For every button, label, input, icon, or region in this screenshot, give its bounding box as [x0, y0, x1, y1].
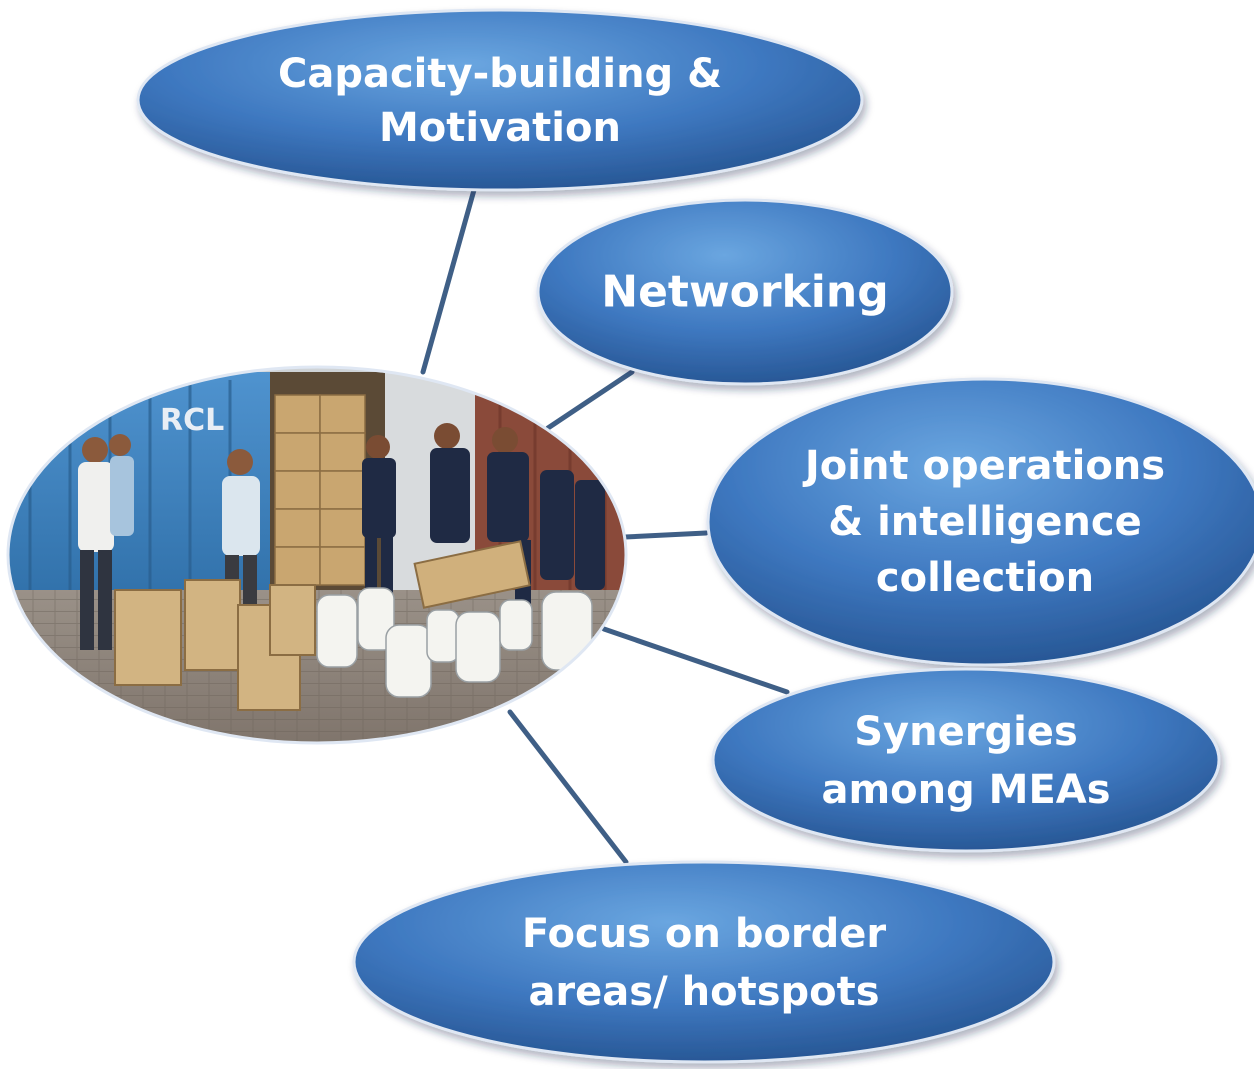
node-capacity-line-2: Motivation: [379, 105, 621, 151]
connector-focus: [507, 709, 629, 865]
node-joint-line-1: Joint operations: [802, 443, 1165, 489]
node-focus-line-1: Focus on border: [522, 911, 887, 957]
node-joint: Joint operations & intelligence collecti…: [706, 377, 1254, 667]
connector-synergies: [601, 626, 790, 695]
node-focus: Focus on border areas/ hotspots: [352, 860, 1056, 1064]
node-joint-line-2: & intelligence: [828, 499, 1141, 545]
node-synergies: Synergies among MEAs: [711, 667, 1221, 853]
node-synergies-line-1: Synergies: [854, 709, 1078, 755]
connector-capacity: [420, 187, 477, 375]
container-marking: RCL: [160, 403, 224, 438]
photo-customs-inspection-icon: RCL: [8, 367, 626, 743]
node-networking-line-1: Networking: [601, 267, 888, 318]
node-joint-line-3: collection: [876, 555, 1094, 601]
node-networking: Networking: [536, 198, 954, 386]
connector-networking: [545, 369, 635, 431]
connectors: [420, 187, 790, 865]
connector-joint: [622, 530, 709, 540]
node-capacity-line-1: Capacity-building &: [278, 51, 722, 97]
node-synergies-line-2: among MEAs: [821, 767, 1110, 813]
center-photo-frame: [6, 365, 628, 745]
node-focus-line-2: areas/ hotspots: [528, 969, 879, 1015]
node-capacity: Capacity-building & Motivation: [136, 8, 864, 192]
center-photo: RCL: [6, 365, 628, 745]
